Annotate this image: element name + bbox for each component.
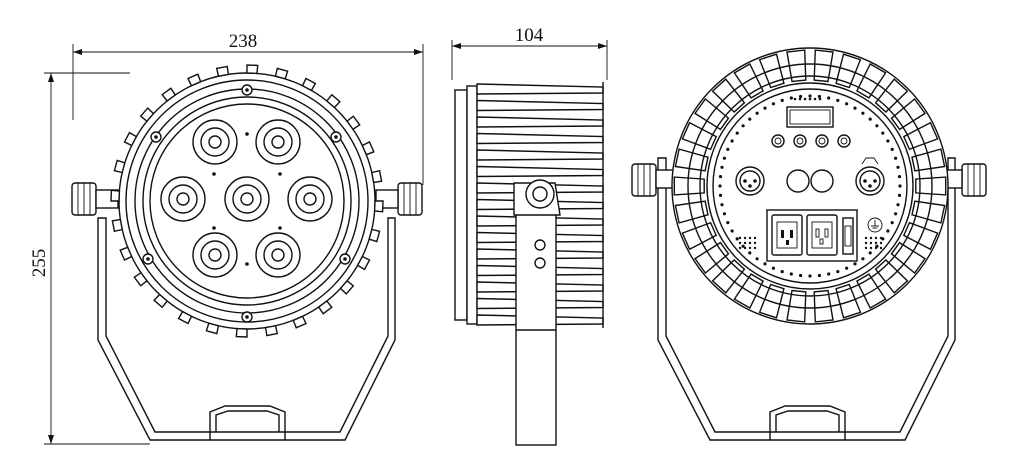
rear-left-knob [631,163,679,197]
led-lens [224,176,270,222]
front-yoke-bracket [97,217,396,441]
power-out-socket [806,214,838,256]
led-lens [160,176,206,222]
side-view [454,82,604,446]
led-array [160,119,333,278]
front-view [71,64,423,441]
power-panel [766,209,858,262]
lcd-display [786,106,834,128]
led-lens [287,176,333,222]
front-right-knob [375,182,423,216]
dimension-width: 238 [72,31,424,185]
width-label: 238 [229,31,258,52]
control-buttons [771,134,851,148]
rear-view [631,47,987,441]
led-lens [255,232,301,278]
dmx-output-connector [855,157,885,196]
led-lens [255,119,301,165]
side-front-bezel [454,89,468,321]
depth-label: 104 [515,25,544,46]
blank-plug-left [786,169,810,193]
rear-yoke-bracket [657,157,956,441]
led-lens [192,119,238,165]
heatsink-fins [476,82,604,328]
blank-plug-right [810,169,834,193]
dmx-input-connector [735,166,765,196]
fuse-holder [842,217,854,255]
led-lens [192,232,238,278]
dimension-height: 255 [29,72,150,445]
power-in-socket [771,214,803,256]
ground-symbol [867,217,883,233]
rear-cooling-cage [673,49,947,323]
side-pivot-knob [525,179,555,209]
height-label: 255 [29,249,50,278]
dimension-depth: 104 [451,25,608,80]
